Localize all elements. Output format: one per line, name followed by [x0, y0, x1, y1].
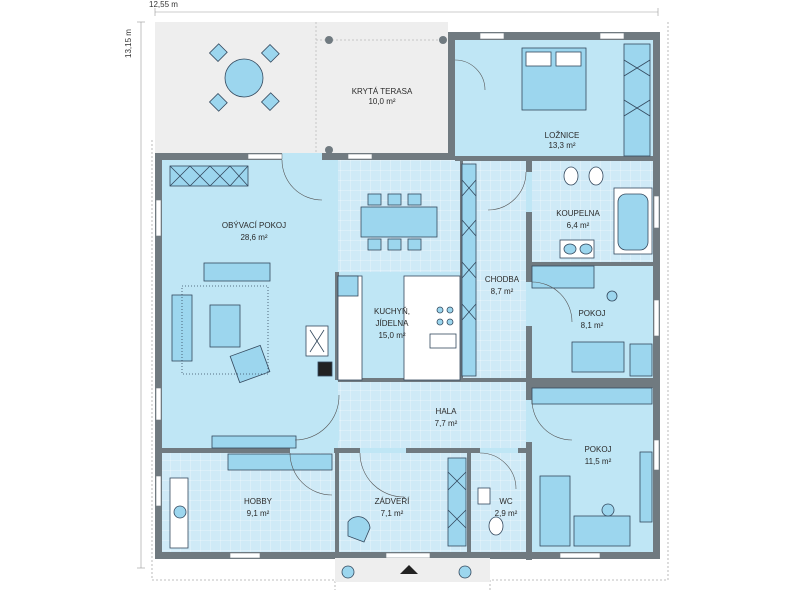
- door-swing-icon: [281, 59, 573, 498]
- bedroom-area: 13,3 m²: [548, 141, 575, 150]
- terrace-area: 10,0 m²: [368, 97, 395, 106]
- room1-name: POKOJ: [578, 309, 605, 318]
- bathroom-area: 6,4 m²: [567, 221, 590, 230]
- width-dimension: 12,55 m: [149, 0, 178, 9]
- wc-area: 2,9 m²: [495, 509, 518, 518]
- bathroom-name: KOUPELNA: [556, 209, 600, 218]
- hall-area: 7,7 m²: [435, 419, 458, 428]
- lot-outline: [151, 22, 669, 590]
- room2-area: 11,5 m²: [585, 457, 612, 466]
- corridor-area: 8,7 m²: [491, 287, 514, 296]
- entry-area: 7,1 m²: [381, 509, 404, 518]
- furniture: [169, 43, 653, 549]
- kitchen-name-line1: KUCHYŇ,: [374, 307, 410, 316]
- room-labels: KRYTÁ TERASA 10,0 m² LOŽNICE 13,3 m² OBÝ…: [222, 87, 612, 518]
- kitchen-area: 15,0 m²: [378, 331, 405, 340]
- hobby-area: 9,1 m²: [247, 509, 270, 518]
- dimension-lines: [137, 8, 659, 569]
- room1-area: 8,1 m²: [581, 321, 604, 330]
- outdoor-table: [208, 43, 280, 112]
- fireplace-icon: [305, 325, 333, 377]
- kitchen-name-line2: JÍDELNA: [376, 319, 410, 328]
- entrance-arrow-icon: [400, 565, 418, 574]
- entrance-planters: [341, 565, 472, 579]
- windows: [155, 32, 660, 559]
- wc-name: WC: [499, 497, 513, 506]
- hall-name: HALA: [436, 407, 458, 416]
- room2-name: POKOJ: [584, 445, 611, 454]
- terrace-floor: [155, 22, 448, 154]
- bedroom-name: LOŽNICE: [545, 131, 580, 140]
- entry-name: ZÁDVEŘÍ: [375, 497, 410, 506]
- height-dimension: 13,15 m: [124, 29, 133, 58]
- corridor-name: CHODBA: [485, 275, 520, 284]
- living-room-area: 28,6 m²: [240, 233, 267, 242]
- terrace-posts: [325, 36, 447, 154]
- door-openings: [282, 153, 532, 453]
- hobby-name: HOBBY: [244, 497, 273, 506]
- terrace-name: KRYTÁ TERASA: [352, 87, 413, 96]
- living-room-name: OBÝVACÍ POKOJ: [222, 221, 286, 230]
